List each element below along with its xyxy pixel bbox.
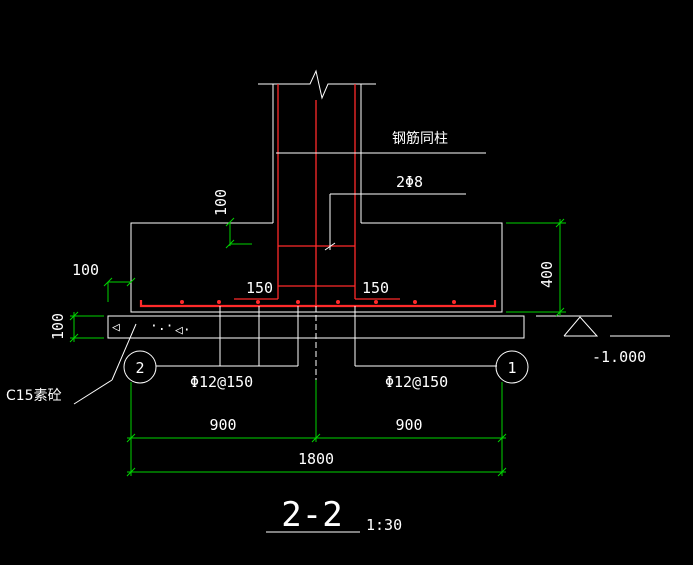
footing-bottom-rebar — [139, 300, 497, 308]
axis-label-left: 2 — [135, 359, 144, 377]
axis-bubble-right: 1 — [495, 350, 529, 384]
annotation-leaders — [73, 152, 670, 405]
dim-100-top: 100 — [212, 189, 230, 216]
dim-150-left: 150 — [246, 279, 273, 297]
section-title-text: 2-2 — [281, 495, 342, 535]
stirrup-label: 2Φ8 — [396, 173, 423, 191]
cushion-label: C15素砼 — [6, 388, 62, 404]
dim-100-cushion: 100 — [49, 313, 67, 340]
column-outline — [258, 69, 376, 223]
cushion-hatch-mark: ◁ — [112, 320, 120, 335]
rebar-same-as-column-label: 钢筋同柱 — [392, 130, 448, 147]
elevation-label: -1.000 — [592, 348, 646, 366]
dim-900-right: 900 — [395, 416, 422, 434]
dim-150-right: 150 — [362, 279, 389, 297]
dim-400: 400 — [538, 261, 556, 288]
dim-100-left: 100 — [72, 261, 99, 279]
section-title: 2-2 1:30 — [266, 495, 402, 535]
bottom-rebar-label-right: Φ12@150 — [385, 373, 448, 391]
bottom-rebar-label-left: Φ12@150 — [190, 373, 253, 391]
dim-900-left: 900 — [209, 416, 236, 434]
cushion-hatch-mark: ◁· — [175, 323, 191, 338]
dimension-lines — [69, 217, 566, 477]
column-rebar — [234, 84, 400, 306]
dim-1800: 1800 — [298, 450, 334, 468]
section-scale: 1:30 — [366, 516, 402, 534]
axis-bubble-left: 2 — [123, 350, 157, 384]
rebar-leaders — [156, 306, 497, 367]
cushion-hatch-mark: ·.· — [150, 319, 173, 334]
axis-label-right: 1 — [507, 359, 516, 377]
